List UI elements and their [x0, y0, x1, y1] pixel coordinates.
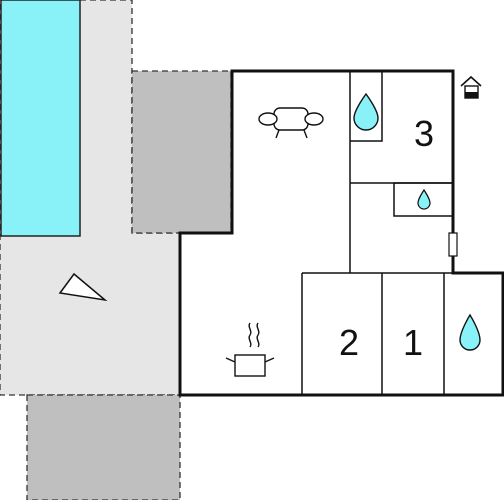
cooking-pot-icon	[225, 322, 275, 377]
window-icon	[448, 232, 458, 257]
room-number-1: 1	[403, 322, 423, 363]
sofa-icon	[258, 107, 324, 139]
sink-icon	[417, 188, 431, 210]
interior-walls	[301, 71, 454, 395]
house-outline	[178, 69, 504, 397]
room-number-3: 3	[414, 113, 434, 154]
bed-chair-icon	[58, 272, 108, 302]
covered-area-top	[131, 70, 232, 234]
shower-icon-bathroom	[459, 313, 481, 351]
pool-area	[0, 0, 81, 237]
room-number-2: 2	[339, 322, 359, 363]
shower-icon	[353, 92, 379, 131]
entrance-house-icon	[460, 75, 482, 99]
covered-area-bottom	[26, 394, 181, 500]
